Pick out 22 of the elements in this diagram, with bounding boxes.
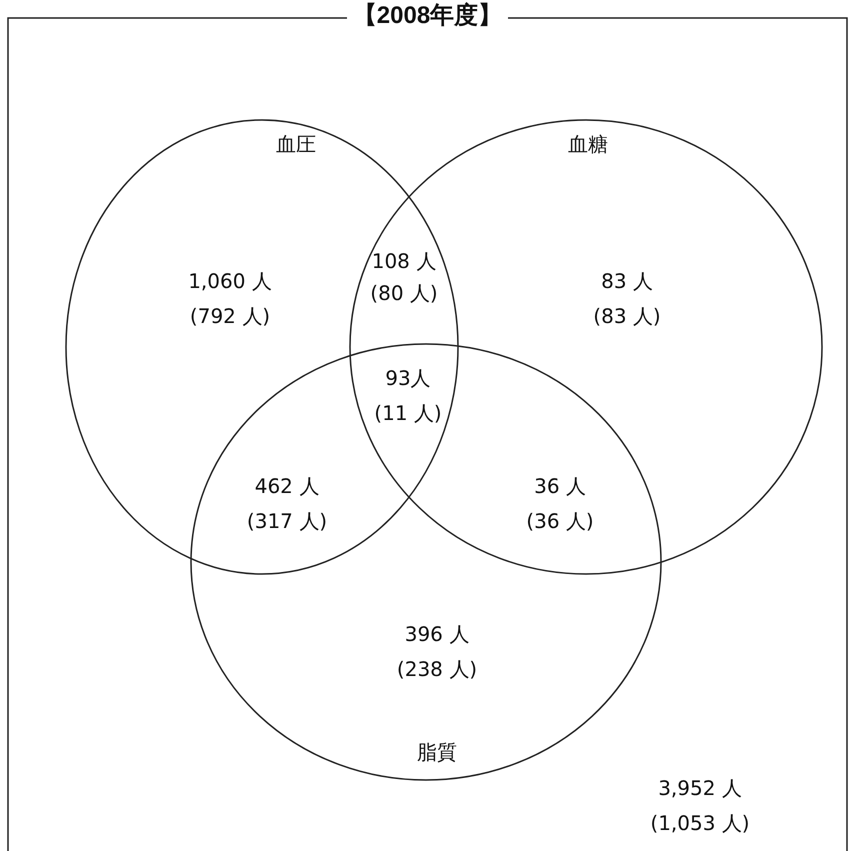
set-label: 血糖 [568, 132, 608, 156]
count-label: (36 人) [526, 508, 594, 534]
set-circle [65, 119, 459, 575]
count-label: 108 人 [372, 248, 436, 274]
count-label: 396 人 [404, 621, 470, 647]
set-label: 脂質 [417, 740, 457, 764]
set-label: 血圧 [276, 132, 316, 156]
count-label: (317 人) [246, 508, 328, 534]
count-label: 1,060 人 [188, 268, 272, 294]
count-label: 3,952 人 [658, 775, 742, 801]
count-label: (238 人) [396, 656, 478, 682]
count-label: (792 人) [190, 303, 270, 329]
set-circle [190, 343, 662, 781]
count-label: 93人 [385, 365, 431, 391]
count-label: (11 人) [374, 400, 442, 426]
count-label: 83 人 [601, 268, 653, 294]
count-label: 36 人 [534, 473, 586, 499]
count-label: (83 人) [593, 303, 661, 329]
count-label: (1,053 人) [650, 810, 750, 836]
set-circle [349, 119, 823, 575]
count-label: (80 人) [370, 280, 438, 306]
count-label: 462 人 [254, 473, 320, 499]
